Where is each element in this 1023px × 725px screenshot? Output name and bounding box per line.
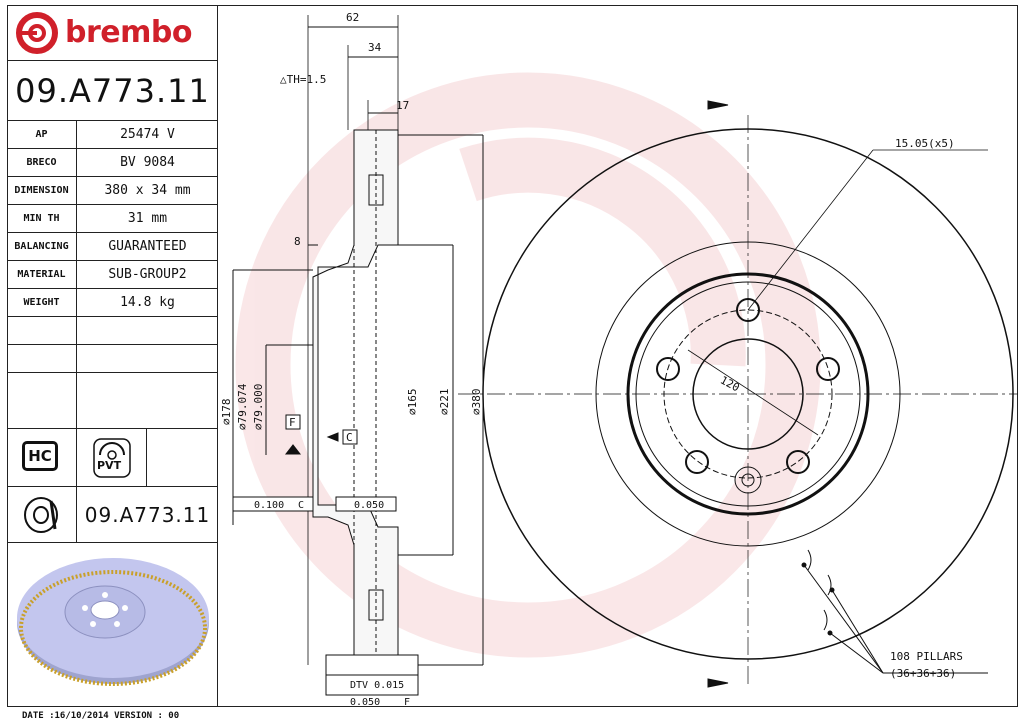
dim-17: 17	[396, 99, 409, 112]
spec-key: AP	[7, 121, 77, 148]
spec-value: BV 9084	[120, 155, 175, 170]
pvt-cell: PVT	[77, 429, 147, 486]
pvt-icon	[93, 438, 131, 478]
spec-key: WEIGHT	[7, 289, 77, 316]
part-number: 09.A773.11	[7, 61, 218, 121]
spec-key: BALANCING	[7, 233, 77, 260]
drawing-frame	[7, 5, 1018, 707]
tol-dtv: DTV 0.015	[350, 680, 404, 691]
front-view	[458, 100, 1018, 688]
spec-value: 25474 V	[120, 127, 175, 142]
spec-key: MIN TH	[7, 205, 77, 232]
technical-drawing: 62 34 △TH=1.5 17 8 ⌀178 ⌀79.074 ⌀79.000 …	[220, 11, 1018, 707]
dim-34: 34	[368, 41, 382, 54]
spec-row: WEIGHT 14.8 kg	[7, 289, 218, 317]
footer-date-version: DATE :16/10/2014 VERSION : 00	[22, 711, 180, 721]
pillars-detail: (36+36+36)	[890, 667, 956, 680]
spec-key: BRECO	[7, 149, 77, 176]
spec-value: 31 mm	[127, 211, 168, 226]
spec-row: BRECO BV 9084	[7, 149, 218, 177]
datum-c: C	[346, 431, 353, 444]
spec-value: SUB-GROUP2	[108, 267, 187, 282]
spec-row: AP 25474 V	[7, 121, 218, 149]
spec-key: MATERIAL	[7, 261, 77, 288]
spec-key-empty	[7, 345, 77, 372]
dim-165: ⌀165	[406, 389, 419, 416]
bottom-part-row: 09.A773.11	[7, 487, 218, 543]
dim-62: 62	[346, 11, 359, 24]
dim-178: ⌀178	[220, 399, 233, 426]
pvt-label: PVT	[97, 459, 122, 472]
pillars-count: 108 PILLARS	[890, 650, 963, 663]
spec-row: MATERIAL SUB-GROUP2	[7, 261, 218, 289]
spec-row: DIMENSION 380 x 34 mm	[7, 177, 218, 205]
dim-221: ⌀221	[438, 389, 451, 416]
dim-380: ⌀380	[470, 389, 483, 416]
tol-bottom-ref: F	[404, 697, 410, 707]
hc-badge: HC	[22, 441, 58, 471]
tol-runout-ref: C	[298, 500, 304, 511]
bolt-hole-dim: 15.05(x5)	[895, 137, 955, 150]
spec-key-empty	[7, 373, 77, 428]
dim-79000: ⌀79.000	[252, 384, 265, 430]
hc-cell: HC	[7, 429, 77, 486]
tol-runout: 0.100	[254, 500, 284, 511]
spec-row-empty	[7, 345, 218, 373]
spec-value: 380 x 34 mm	[104, 183, 191, 198]
badges-row: HC PVT	[7, 429, 218, 487]
pillar-detail	[801, 549, 988, 674]
section-view	[232, 15, 484, 696]
dim-79074: ⌀79.074	[236, 383, 249, 430]
disc-icon-cell	[7, 487, 77, 542]
brembo-logo-icon	[16, 12, 58, 54]
bolt-holes	[656, 298, 840, 494]
brand-name: brembo	[65, 15, 192, 50]
brembo-watermark	[235, 72, 821, 658]
spec-value: 14.8 kg	[120, 295, 175, 310]
tol-bottom: 0.050	[350, 697, 380, 707]
spec-row: MIN TH 31 mm	[7, 205, 218, 233]
datum-f: F	[289, 416, 296, 429]
tol-flatness: 0.050	[354, 500, 384, 511]
dim-th: △TH=1.5	[280, 73, 326, 86]
spec-key-empty	[7, 317, 77, 344]
spec-row-empty	[7, 317, 218, 345]
spec-value: GUARANTEED	[108, 239, 187, 254]
spec-row: BALANCING GUARANTEED	[7, 233, 218, 261]
pcd-dim: 120	[718, 374, 742, 395]
part-number-bottom: 09.A773.11	[84, 502, 211, 527]
brand-logo: brembo	[7, 5, 218, 61]
spec-row-empty	[7, 373, 218, 429]
spec-key: DIMENSION	[7, 177, 77, 204]
title-block: brembo 09.A773.11 AP 25474 V BRECO BV 90…	[7, 5, 218, 707]
disc-icon	[24, 497, 58, 533]
disc-render-image	[17, 558, 209, 686]
dim-8: 8	[294, 235, 301, 248]
